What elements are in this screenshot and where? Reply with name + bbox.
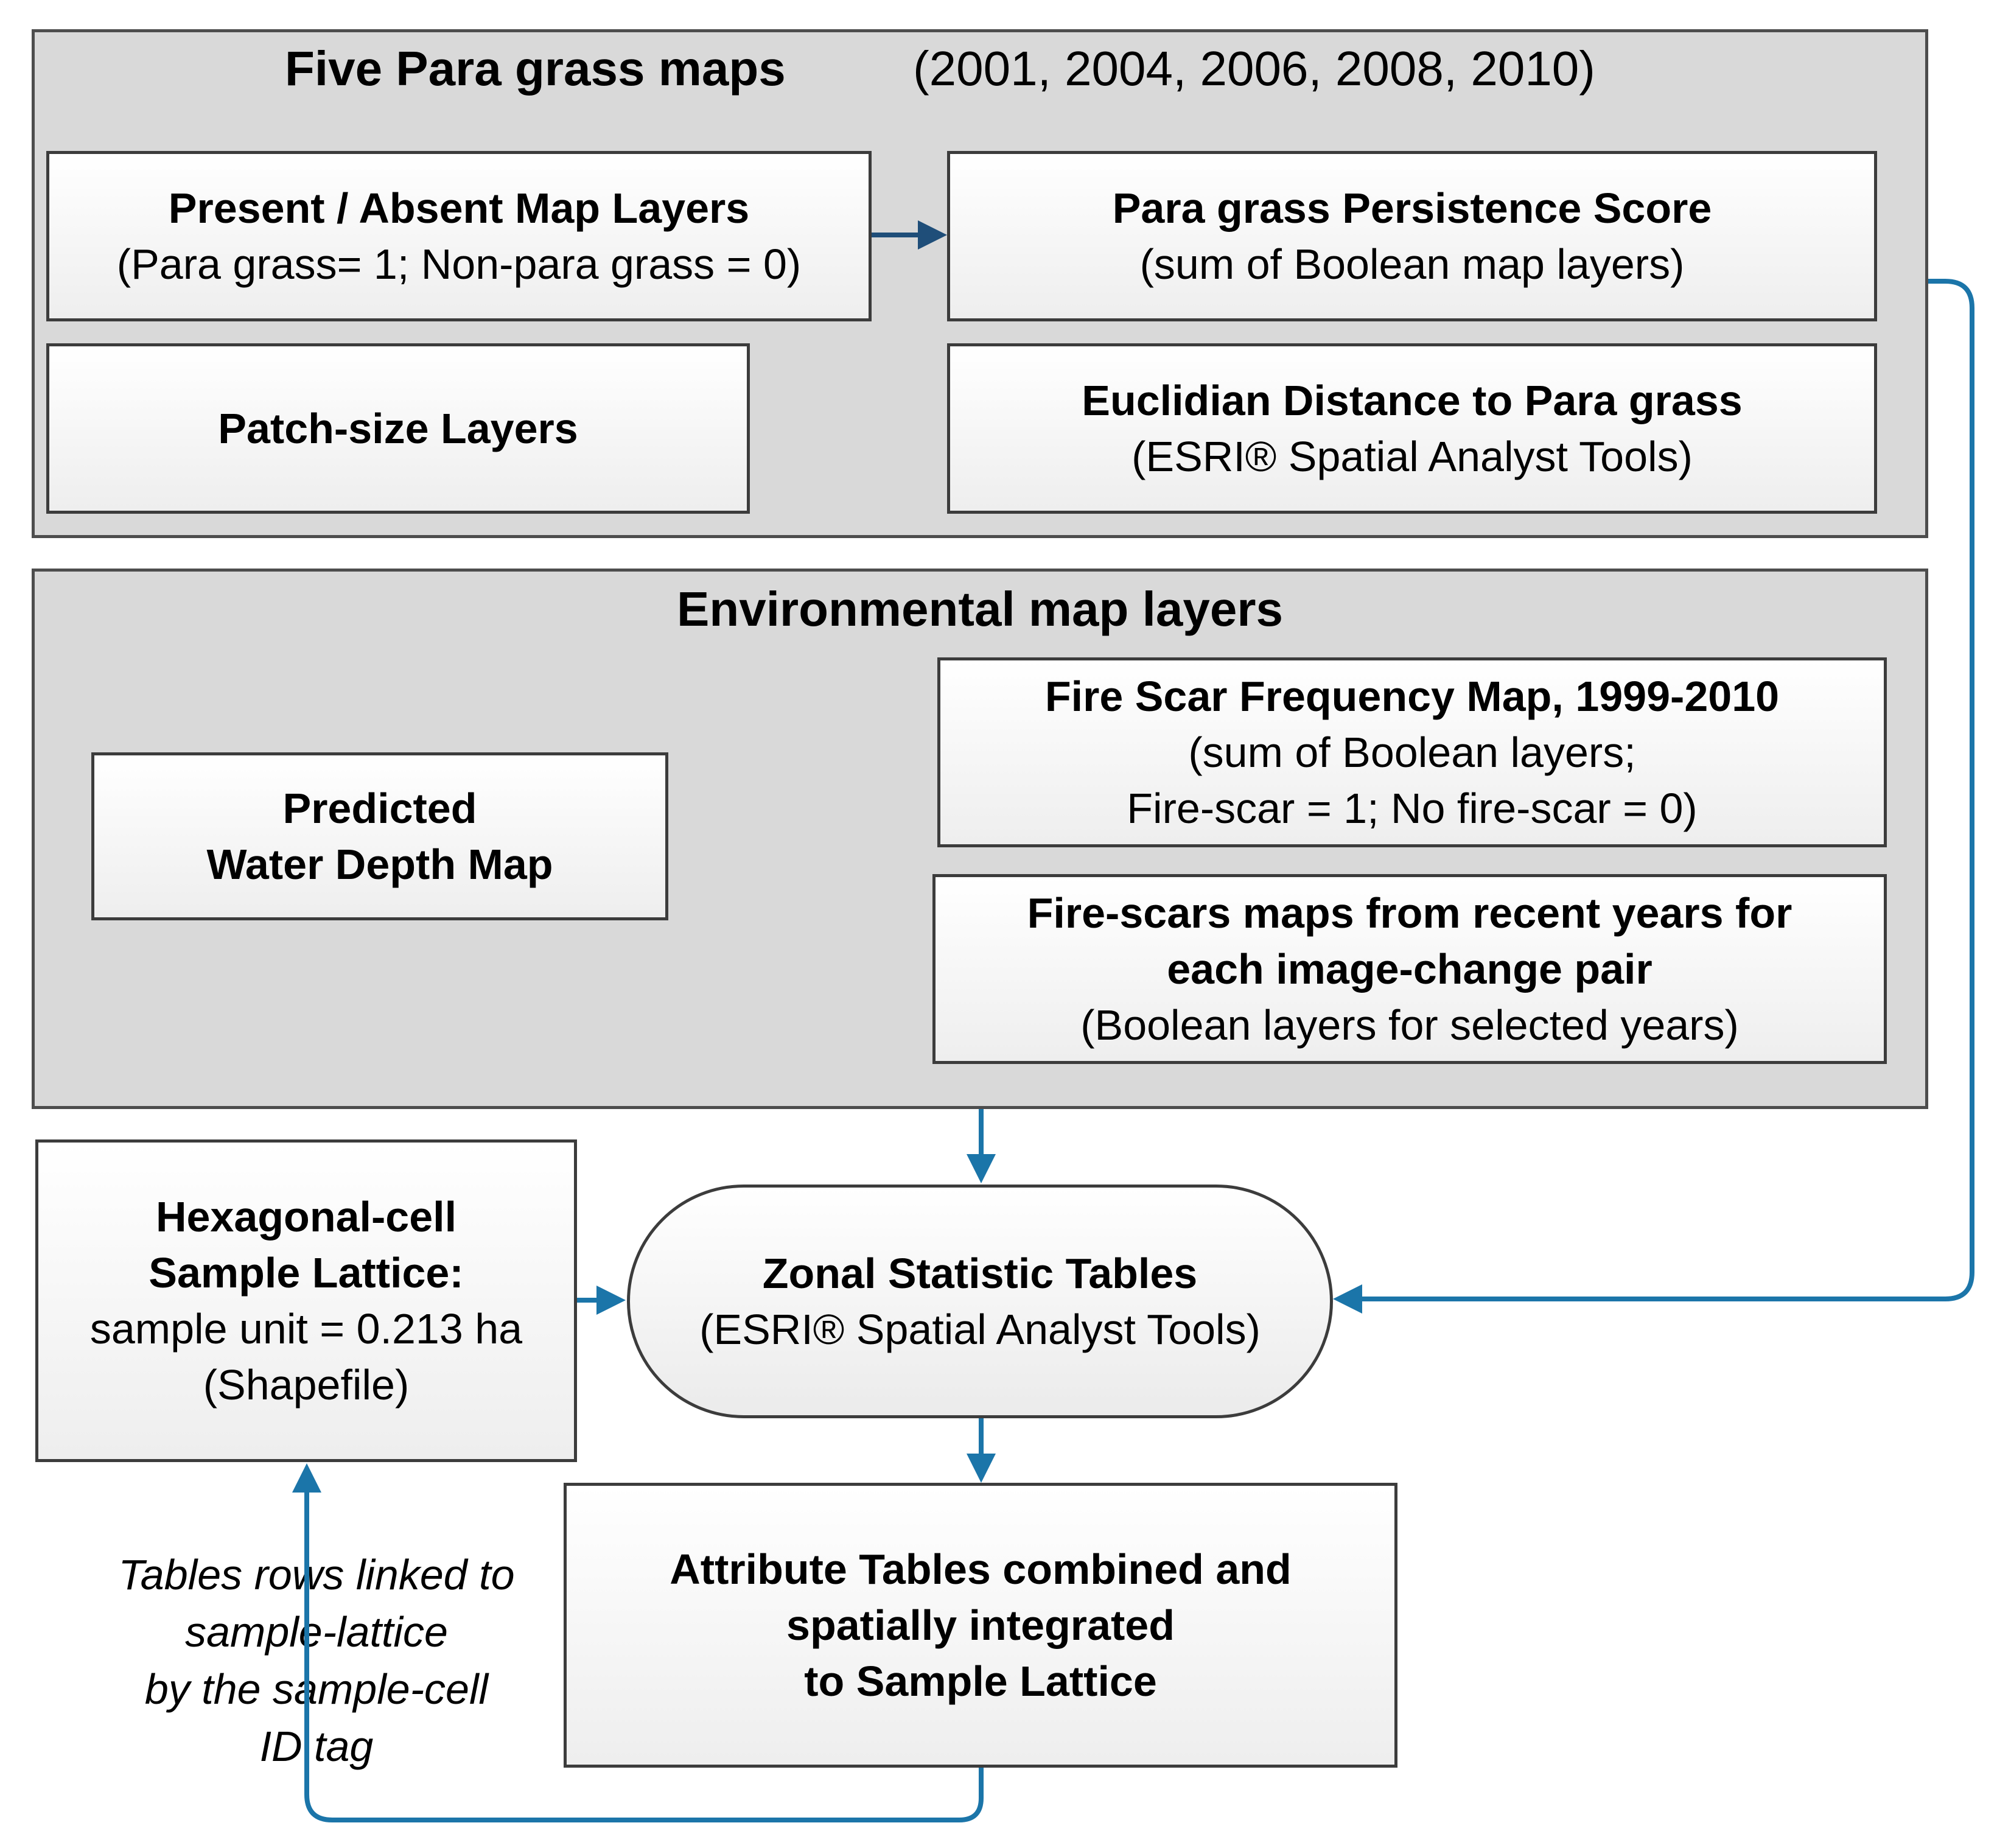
fire-recent-sub: (Boolean layers for selected years) — [1080, 1001, 1739, 1049]
hex-lattice-box: Hexagonal-cell Sample Lattice: sample un… — [35, 1139, 577, 1462]
zonal-statistics-oval: Zonal Statistic Tables (ESRI® Spatial An… — [627, 1185, 1333, 1418]
hex-lattice-sub2: (Shapefile) — [203, 1361, 410, 1409]
present-absent-sub: (Para grass= 1; Non-para grass = 0) — [116, 240, 802, 288]
link-note-line1: Tables rows linked to — [118, 1551, 515, 1598]
present-absent-title: Present / Absent Map Layers — [168, 184, 750, 232]
euclidian-title: Euclidian Distance to Para grass — [1082, 377, 1743, 424]
zonal-title: Zonal Statistic Tables — [762, 1250, 1198, 1297]
hex-lattice-sub1: sample unit = 0.213 ha — [89, 1305, 523, 1353]
connector-attribute-to-hex — [292, 1463, 984, 1822]
hex-lattice-title1: Hexagonal-cell — [155, 1193, 457, 1241]
water-depth-line2: Water Depth Map — [206, 841, 553, 888]
present-absent-box: Present / Absent Map Layers (Para grass=… — [46, 151, 872, 321]
persistence-title: Para grass Persistence Score — [1112, 184, 1712, 232]
link-note-line2: sample-lattice — [185, 1608, 448, 1656]
fire-frequency-sub2: Fire-scar = 1; No fire-scar = 0) — [1127, 785, 1698, 832]
fire-recent-title1: Fire-scars maps from recent years for — [1027, 889, 1792, 937]
patch-size-title: Patch-size Layers — [218, 405, 578, 452]
connector-persistence-to-zonal — [1333, 279, 1974, 1314]
attribute-line2: spatially integrated — [786, 1601, 1175, 1649]
attribute-line1: Attribute Tables combined and — [670, 1545, 1292, 1593]
euclidian-sub: (ESRI® Spatial Analyst Tools) — [1131, 433, 1693, 480]
link-note-line3: by the sample-cell — [144, 1665, 489, 1713]
patch-size-box: Patch-size Layers — [46, 343, 750, 514]
environmental-panel-title: Environmental map layers — [677, 582, 1283, 636]
fire-frequency-title: Fire Scar Frequency Map, 1999-2010 — [1044, 673, 1780, 720]
para-grass-panel-title: Five Para grass maps — [285, 41, 786, 96]
euclidian-box: Euclidian Distance to Para grass (ESRI® … — [947, 343, 1877, 514]
persistence-box: Para grass Persistence Score (sum of Boo… — [947, 151, 1877, 321]
attribute-tables-box: Attribute Tables combined and spatially … — [564, 1483, 1397, 1768]
fire-frequency-sub1: (sum of Boolean layers; — [1188, 729, 1636, 776]
zonal-sub: (ESRI® Spatial Analyst Tools) — [699, 1306, 1261, 1353]
fire-recent-box: Fire-scars maps from recent years for ea… — [932, 874, 1887, 1064]
link-note-line4: ID tag — [259, 1723, 374, 1770]
hex-lattice-title2: Sample Lattice: — [149, 1249, 464, 1297]
water-depth-box: Predicted Water Depth Map — [91, 752, 668, 920]
link-note: Tables rows linked to sample-lattice by … — [67, 1546, 566, 1775]
water-depth-line1: Predicted — [282, 785, 477, 832]
attribute-line3: to Sample Lattice — [804, 1657, 1157, 1705]
fire-recent-title2: each image-change pair — [1167, 945, 1653, 993]
fire-frequency-box: Fire Scar Frequency Map, 1999-2010 (sum … — [937, 657, 1887, 847]
para-grass-panel-years: (2001, 2004, 2006, 2008, 2010) — [913, 41, 1595, 96]
persistence-sub: (sum of Boolean map layers) — [1139, 240, 1685, 288]
